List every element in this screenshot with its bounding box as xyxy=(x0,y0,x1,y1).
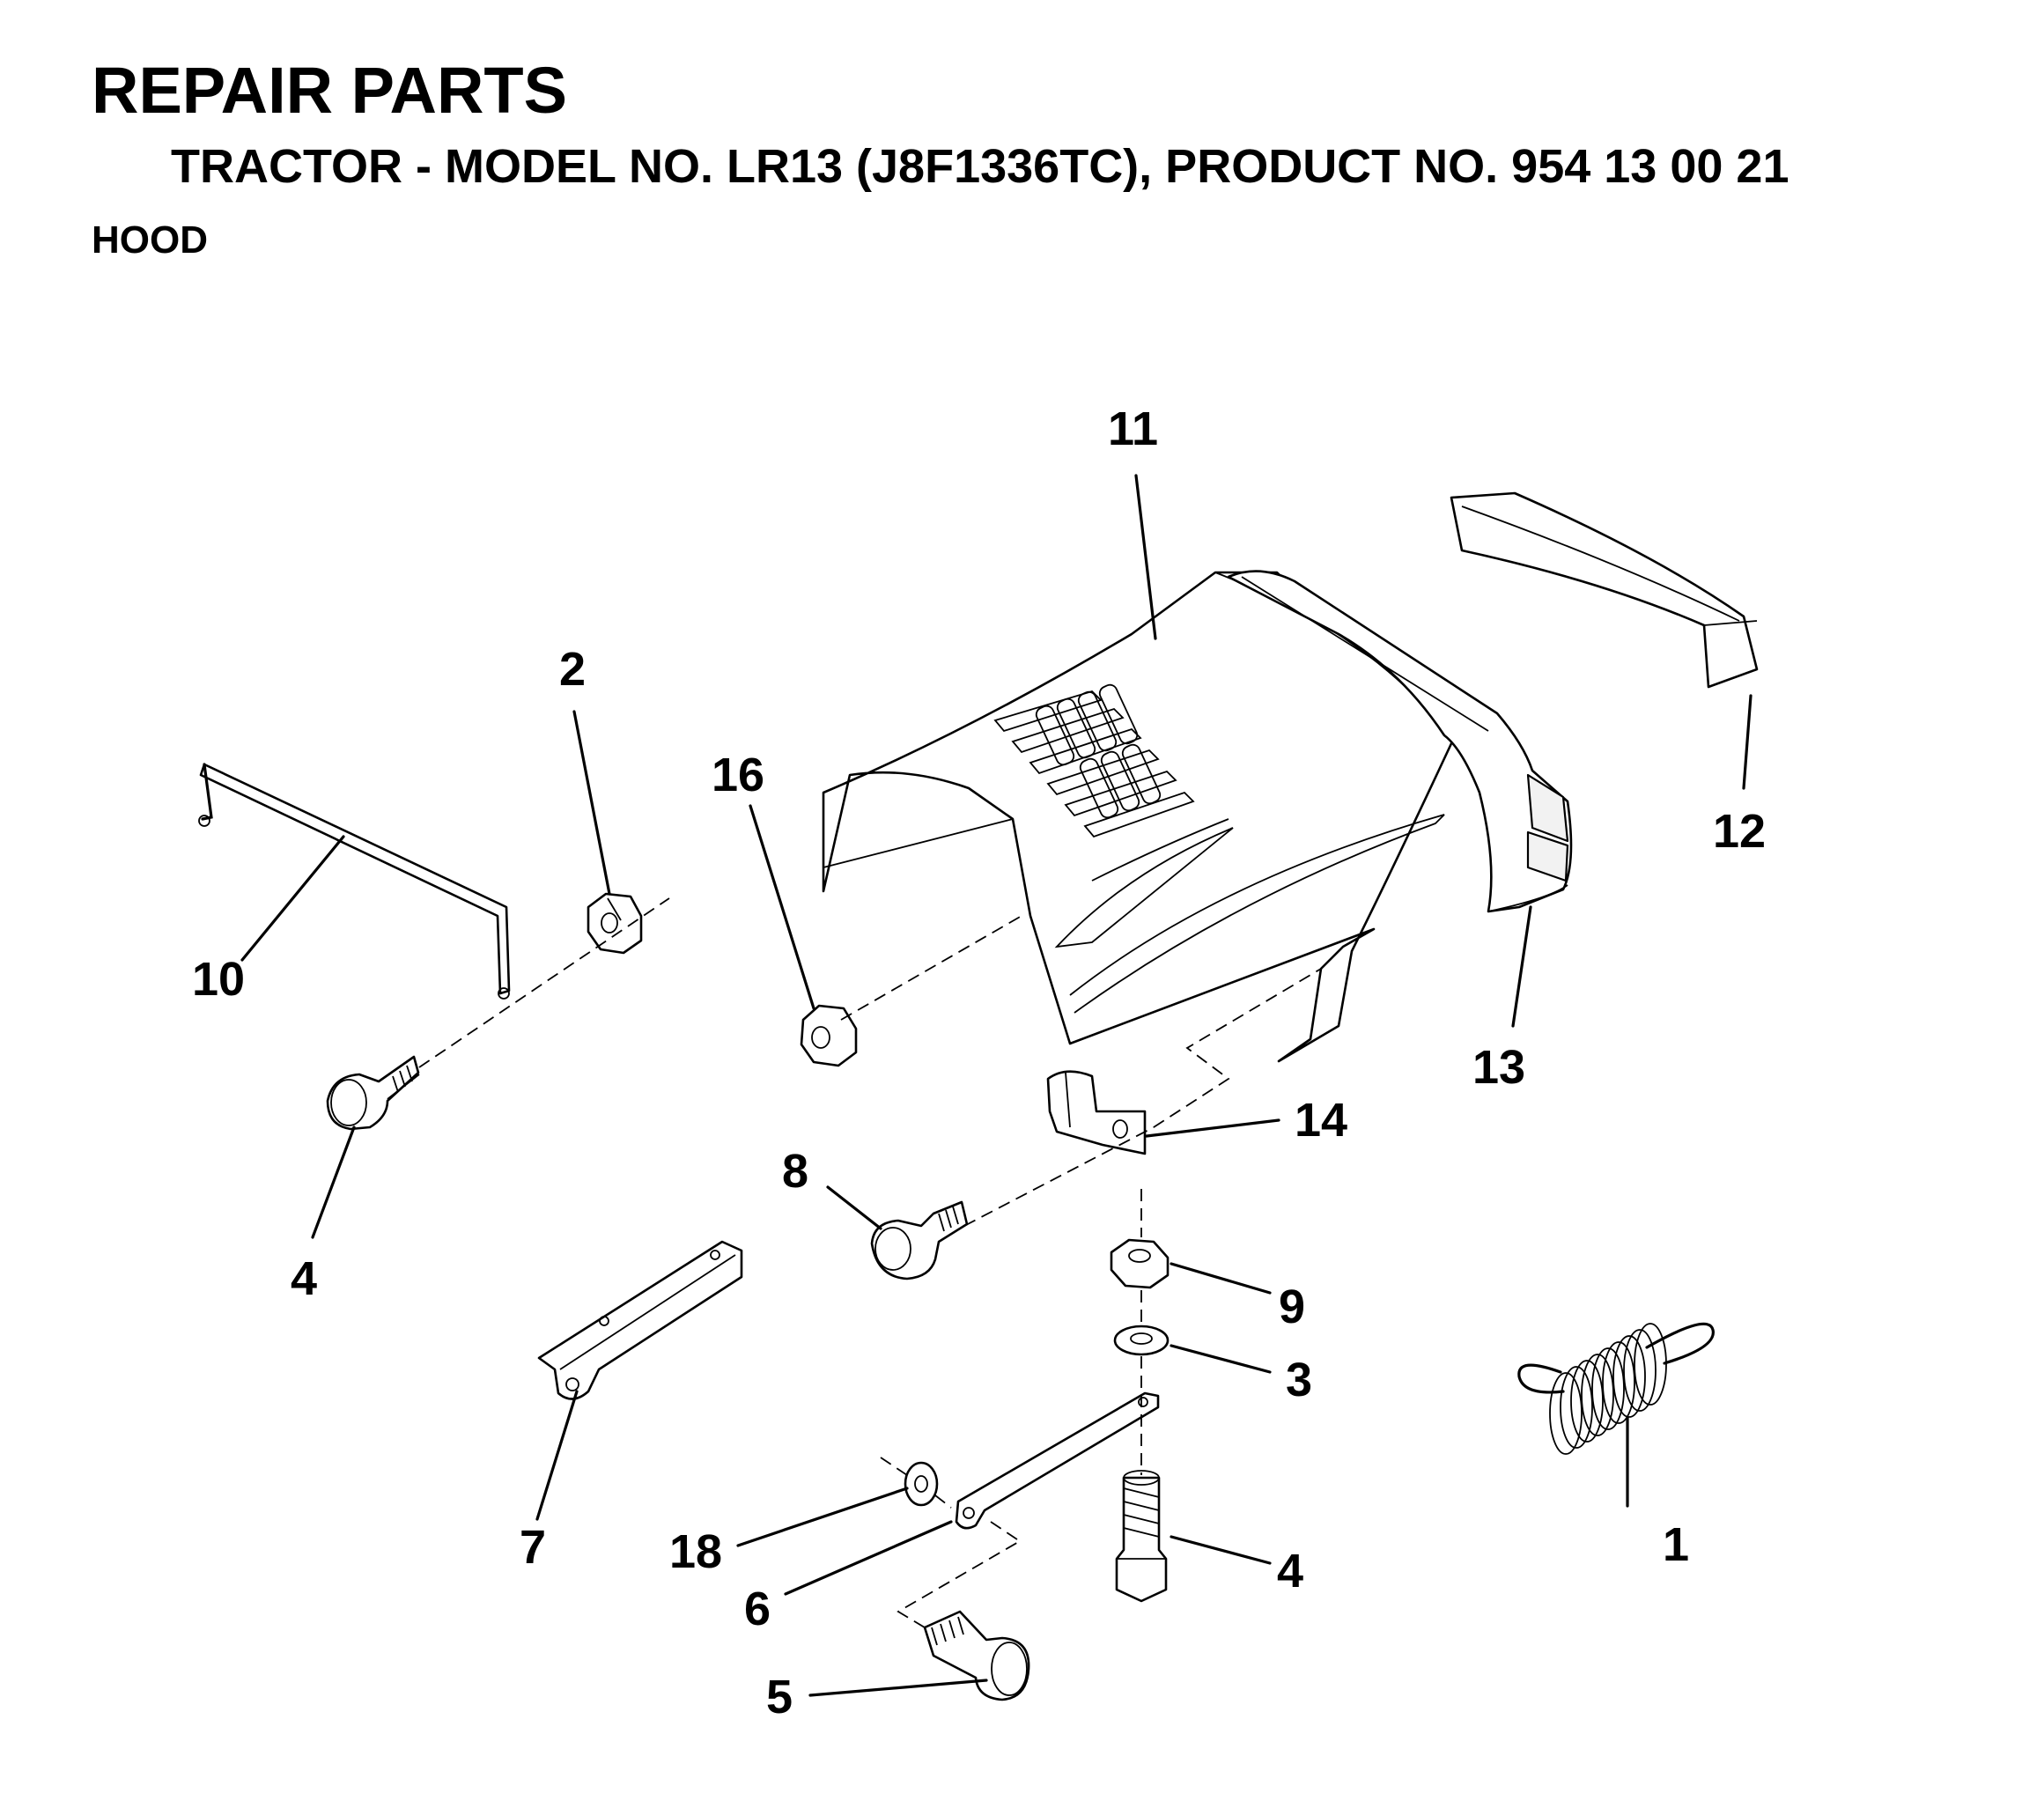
callout-1: 1 xyxy=(1663,1518,1689,1571)
section-heading: HOOD xyxy=(92,218,208,262)
callout-18: 18 xyxy=(669,1525,722,1578)
page-title: REPAIR PARTS xyxy=(92,54,567,127)
callout-7: 7 xyxy=(520,1521,546,1574)
part-4-bolt-left xyxy=(326,1055,420,1131)
leader-lines xyxy=(240,474,1753,1697)
part-16-nut xyxy=(800,1004,858,1067)
callout-13: 13 xyxy=(1472,1041,1525,1094)
part-12-grille-insert xyxy=(1450,491,1759,689)
part-2-nut xyxy=(587,892,643,955)
callout-4-left: 4 xyxy=(291,1252,317,1305)
callout-4-right: 4 xyxy=(1277,1545,1303,1598)
part-18-washer xyxy=(904,1461,939,1507)
part-8-flange-bolt xyxy=(870,1200,969,1280)
part-5-shoulder-bolt xyxy=(923,1610,1030,1701)
assembly-lines xyxy=(418,897,1322,1628)
part-6-link-bar xyxy=(955,1391,1160,1530)
callout-8: 8 xyxy=(782,1145,808,1198)
part-9-hex-nut xyxy=(1110,1238,1170,1289)
part-10-hood-rod xyxy=(198,763,511,1000)
callout-3: 3 xyxy=(1286,1354,1312,1406)
part-4-bolt-right xyxy=(1115,1470,1168,1603)
part-7-hood-bracket xyxy=(537,1240,743,1400)
model-subtitle: TRACTOR - MODEL NO. LR13 (J8F1336TC), PR… xyxy=(171,140,1789,193)
callout-12: 12 xyxy=(1713,805,1766,858)
callout-6: 6 xyxy=(744,1583,771,1635)
callout-11: 11 xyxy=(1108,402,1158,455)
part-1-extension-spring xyxy=(1517,1322,1715,1455)
callout-labels: 11 2 16 10 4 12 13 14 8 9 3 4 1 7 18 6 5 xyxy=(192,402,1766,1723)
callout-10: 10 xyxy=(192,953,245,1006)
part-13-grille xyxy=(1227,570,1573,913)
callout-2: 2 xyxy=(559,643,586,696)
callout-14: 14 xyxy=(1295,1094,1347,1147)
part-14-clip xyxy=(1046,1070,1147,1155)
part-3-washer xyxy=(1113,1325,1170,1356)
callout-9: 9 xyxy=(1279,1280,1305,1333)
callout-5: 5 xyxy=(766,1671,793,1723)
callout-16: 16 xyxy=(712,749,764,801)
